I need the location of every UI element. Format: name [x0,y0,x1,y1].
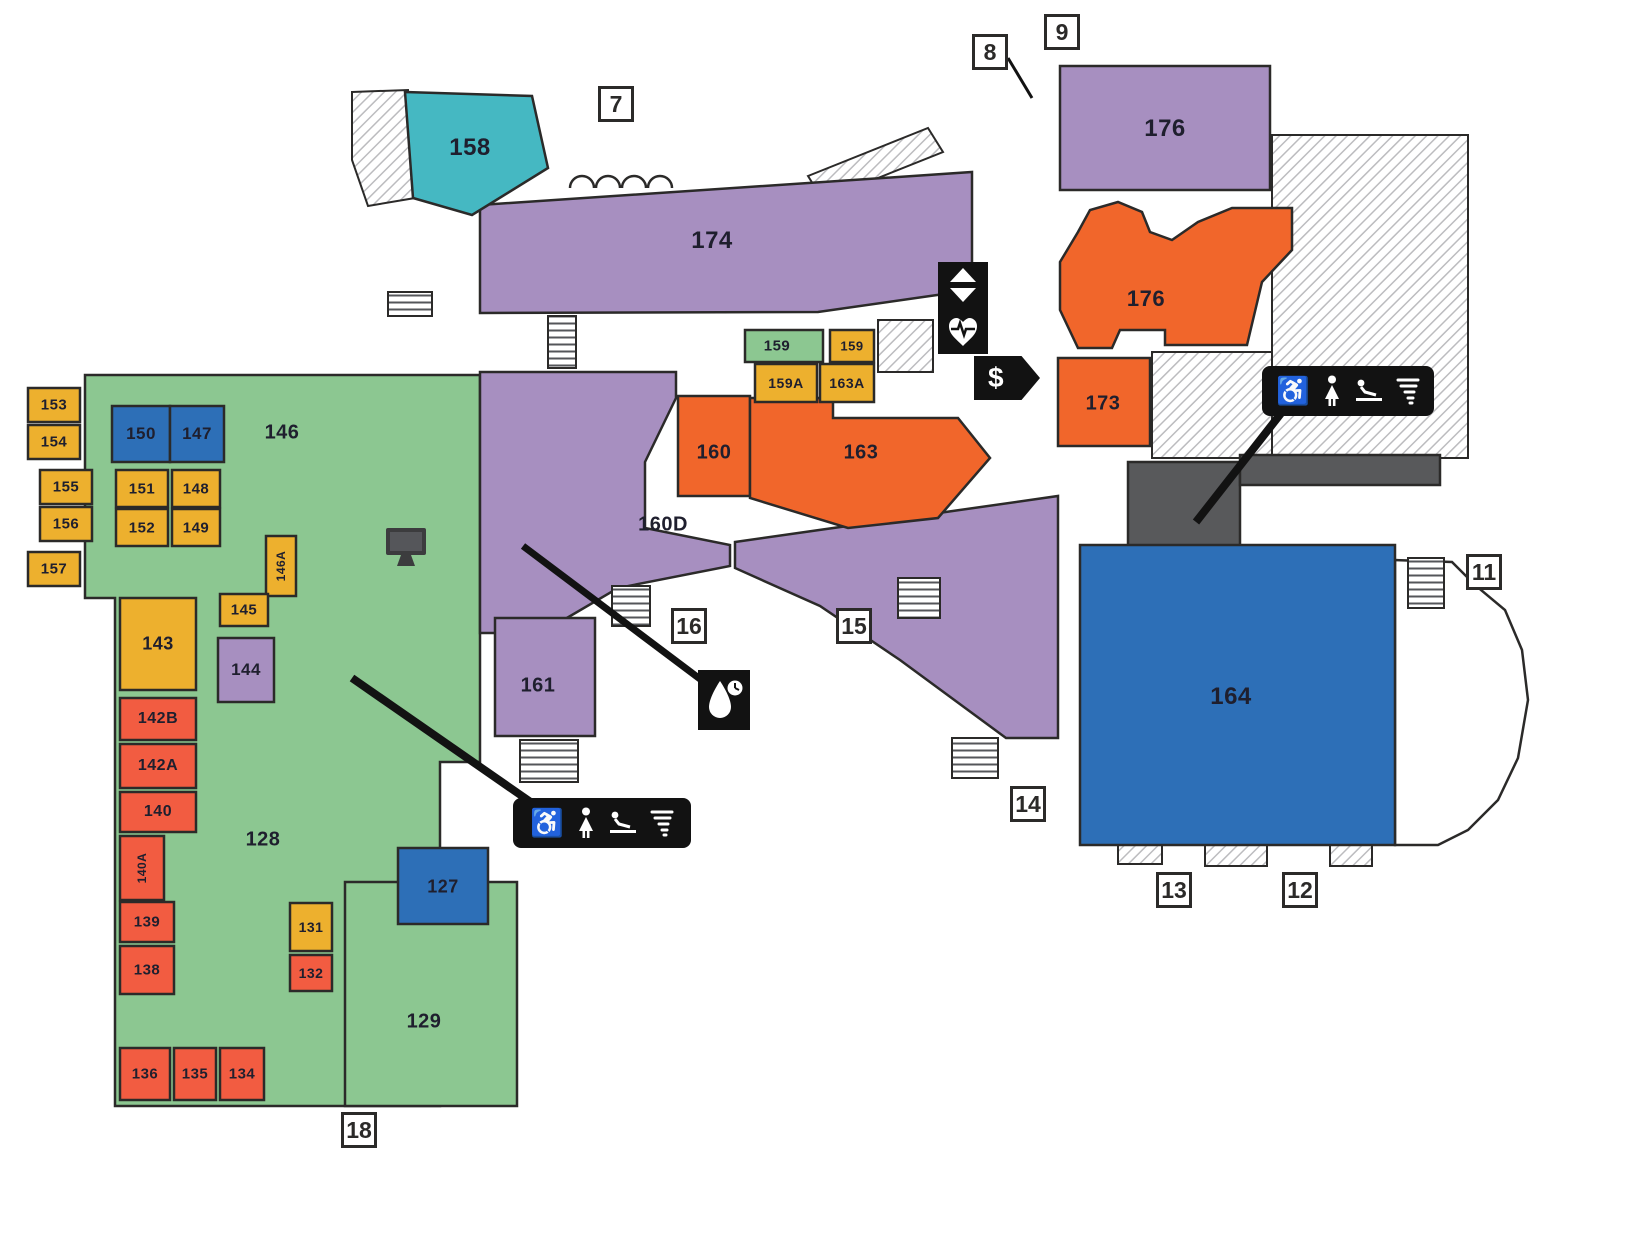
room-157[interactable] [26,550,82,588]
entrance-marker-11[interactable]: 11 [1466,554,1502,590]
stairs [519,739,579,783]
leader-line [520,543,715,691]
arc-detail [594,174,622,189]
hatched-service-area [877,319,934,373]
room-154[interactable] [26,423,82,461]
stairs [387,291,433,317]
arc-detail [620,174,648,189]
room-138[interactable] [118,944,176,996]
room-151[interactable] [114,468,170,509]
hatched-service-area [351,88,417,208]
room-142A[interactable] [118,742,198,790]
room-corridor-south[interactable] [733,494,1060,740]
leader-line [349,674,548,816]
room-127[interactable] [396,846,490,926]
room-173[interactable] [1056,356,1152,448]
room-150[interactable] [110,404,172,464]
stairs [951,737,999,779]
stairs [547,315,577,369]
room-153[interactable] [26,386,82,424]
room-140[interactable] [118,790,198,834]
hatched-service-area [1151,351,1273,459]
room-136[interactable] [118,1046,172,1102]
room-146A[interactable] [264,534,298,598]
restrooms-block [1126,460,1242,550]
room-160[interactable] [676,394,752,498]
arc-detail [568,174,596,189]
room-139[interactable] [118,900,176,944]
room-176-north[interactable] [1058,64,1272,192]
entrance-marker-16[interactable]: 16 [671,608,707,644]
entrance-marker-7[interactable]: 7 [598,86,634,122]
room-132[interactable] [288,953,334,993]
room-148[interactable] [170,468,222,509]
entrance-marker-12[interactable]: 12 [1282,872,1318,908]
room-144[interactable] [216,636,276,704]
room-159-yellow[interactable] [828,328,876,364]
room-163[interactable] [748,396,992,530]
room-142B[interactable] [118,696,198,742]
room-140A[interactable] [118,834,166,902]
room-135[interactable] [172,1046,218,1102]
entrance-marker-15[interactable]: 15 [836,608,872,644]
arc-detail [646,174,674,189]
room-158[interactable] [403,90,550,217]
entrance-marker-8[interactable]: 8 [972,34,1008,70]
room-152[interactable] [114,507,170,548]
entrance-marker-9[interactable]: 9 [1044,14,1080,50]
stairs [1407,557,1445,609]
room-163A[interactable] [818,362,876,404]
leader-line [1006,57,1034,99]
room-134[interactable] [218,1046,266,1102]
stairs [897,577,941,619]
room-176-central[interactable] [1058,200,1294,350]
entrance-marker-14[interactable]: 14 [1010,786,1046,822]
room-156[interactable] [38,505,94,543]
room-164[interactable] [1078,543,1397,847]
room-131[interactable] [288,901,334,953]
room-149[interactable] [170,507,222,548]
room-143[interactable] [118,596,198,692]
entrance-marker-18[interactable]: 18 [341,1112,377,1148]
room-161[interactable] [493,616,597,738]
room-174[interactable] [478,170,974,315]
room-159A[interactable] [753,362,819,404]
room-159-green[interactable] [743,328,825,364]
entrance-marker-13[interactable]: 13 [1156,872,1192,908]
room-155[interactable] [38,468,94,506]
room-147[interactable] [168,404,226,464]
leader-line [1192,409,1286,525]
room-145[interactable] [218,592,270,628]
